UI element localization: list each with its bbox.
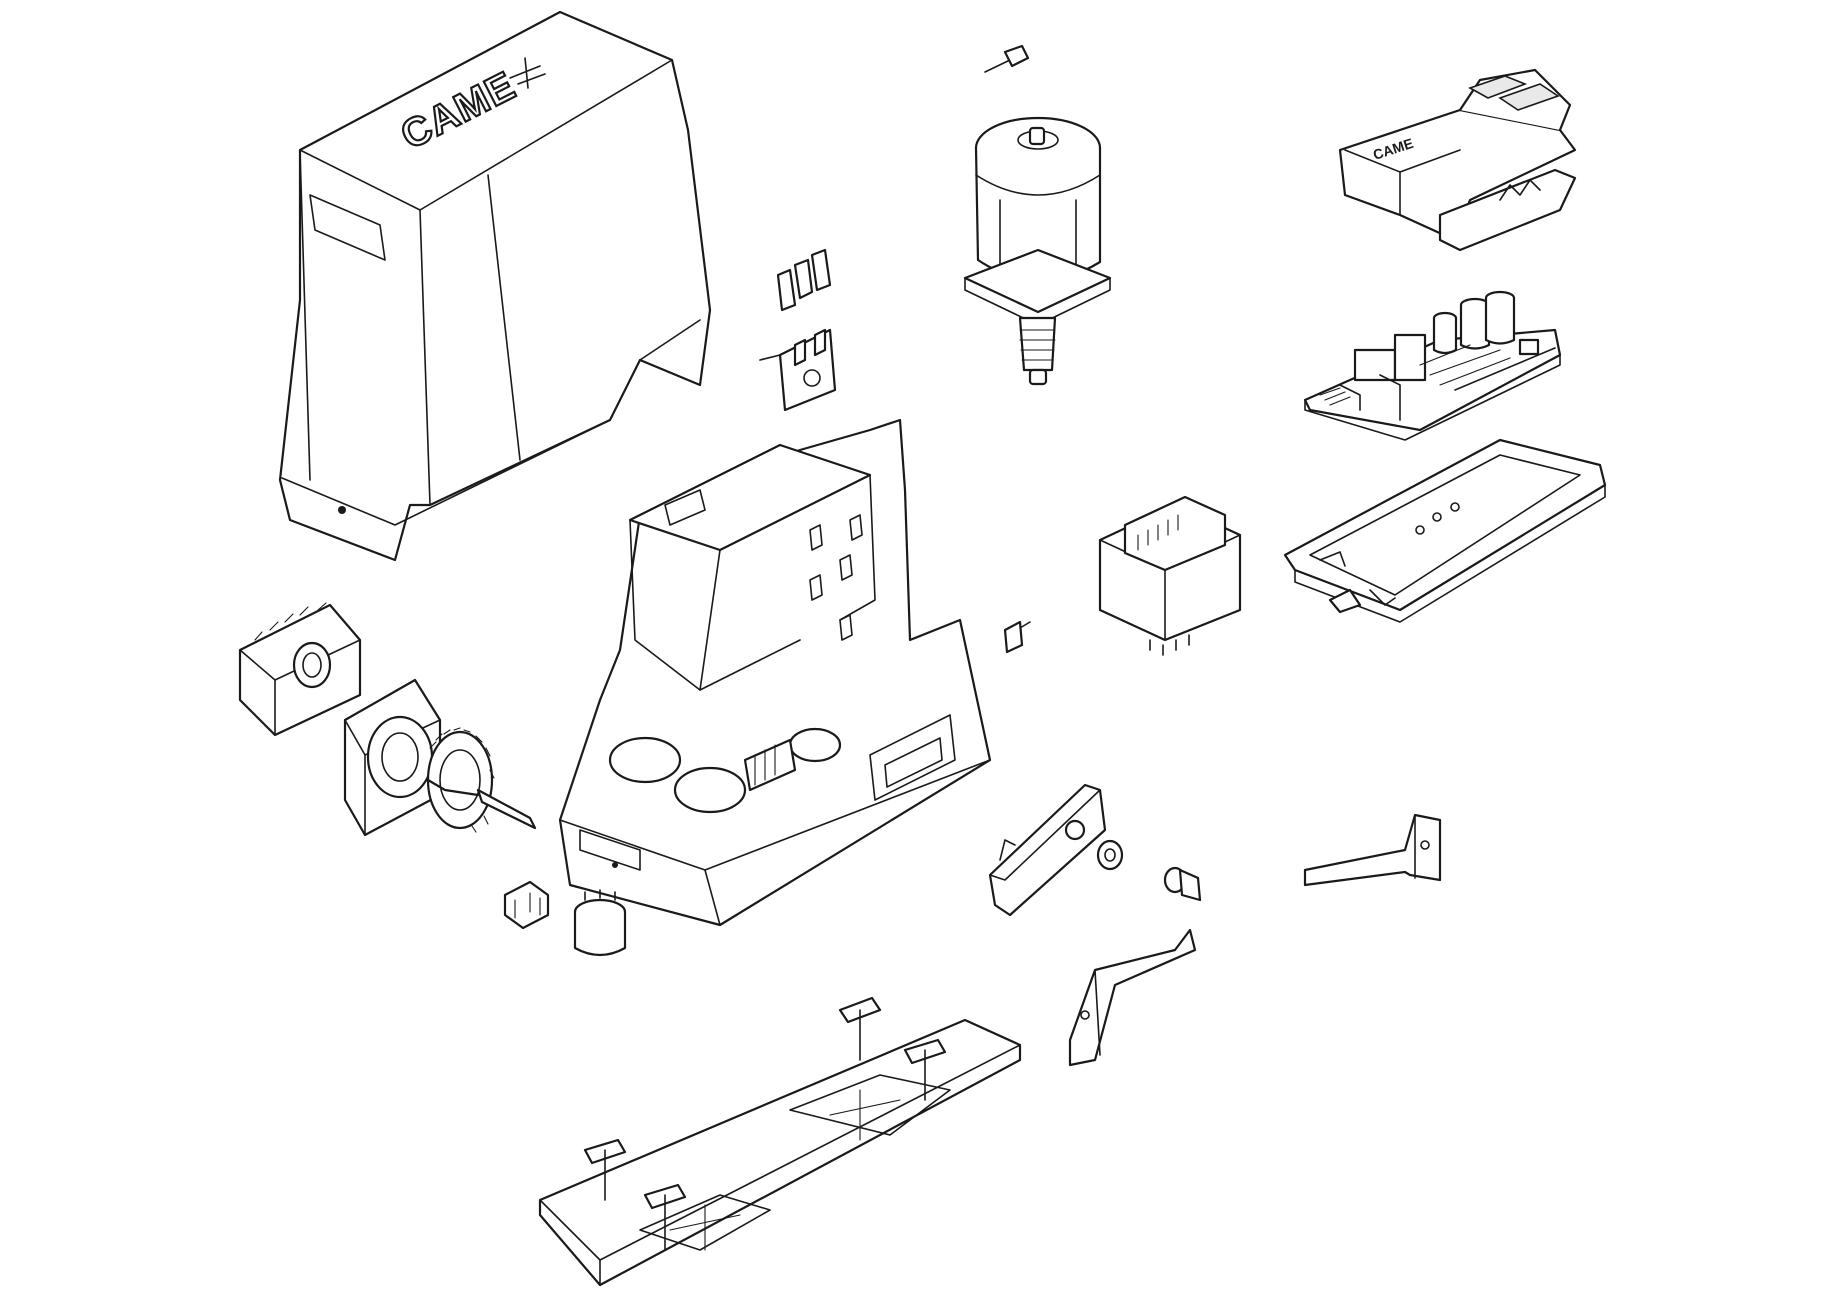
- micro-switch: [1003, 620, 1031, 654]
- release-key: [1163, 866, 1202, 902]
- control-board: [1303, 290, 1562, 441]
- control-board-cover: CAME: [1338, 68, 1577, 252]
- connector-terminals: [759, 248, 837, 412]
- foundation-plate: [538, 996, 1022, 1287]
- release-door: [988, 783, 1107, 917]
- gearmotor-housing: [558, 418, 992, 927]
- release-lever-left: [1068, 928, 1197, 1067]
- output-shaft-assembly: [343, 678, 537, 837]
- anchor-bolts: [583, 996, 947, 1251]
- drive-pinion: [238, 602, 362, 737]
- board-mounting-plate: [1283, 438, 1607, 623]
- terminal-block: [503, 880, 550, 930]
- lock-cylinder: [1096, 839, 1124, 871]
- capacitor: [573, 889, 627, 957]
- motor-cover: CAME: [278, 10, 712, 562]
- electric-motor: [963, 116, 1112, 386]
- release-lever-right: [1303, 813, 1442, 887]
- release-key-pin: [984, 44, 1030, 73]
- transformer: [1098, 495, 1242, 656]
